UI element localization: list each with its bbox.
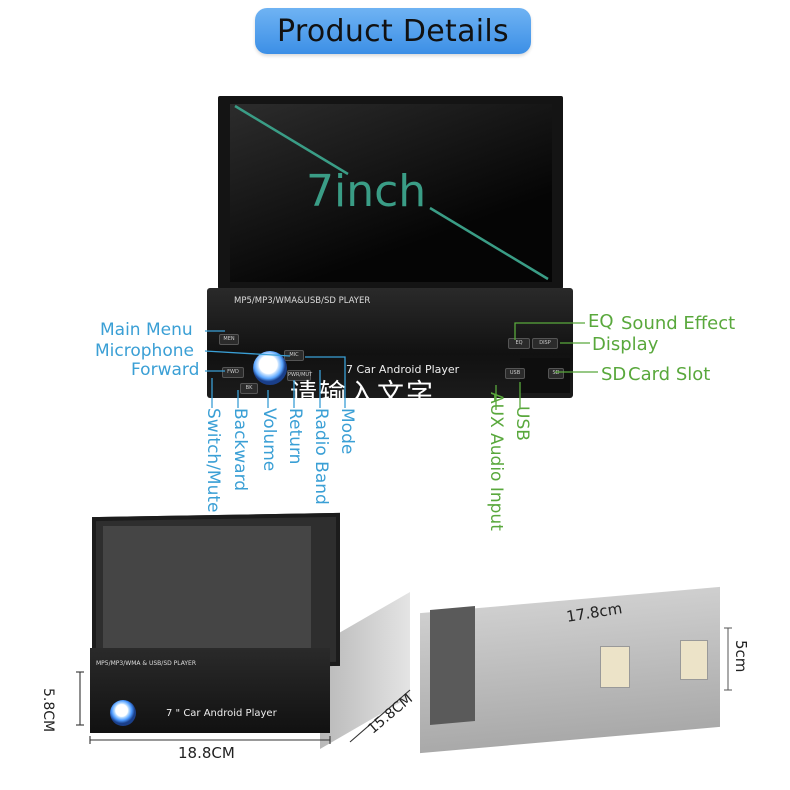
backward-button[interactable]: BK — [240, 383, 258, 394]
dimension-height: 5.8CM — [40, 688, 56, 733]
unit2-model-text: 7 " Car Android Player — [166, 708, 277, 719]
callout-forward: Forward — [131, 360, 200, 380]
callout-card-slot: Card Slot — [628, 364, 711, 385]
unit3-connector-1 — [600, 646, 630, 688]
callout-mode: Mode — [337, 408, 357, 455]
product-details-banner: Product Details — [255, 8, 531, 54]
callout-microphone: Microphone — [95, 341, 194, 361]
callout-return: Return — [285, 408, 305, 465]
faceplate-title: MP5/MP3/WMA&USB/SD PLAYER — [234, 296, 371, 306]
display-button[interactable]: DISP — [532, 338, 558, 349]
dimension-width: 18.8CM — [178, 744, 235, 762]
unit3-front-plate — [430, 606, 475, 725]
callout-aux-audio-input: AUX Audio Input — [486, 392, 506, 531]
callout-display: Display — [592, 334, 659, 355]
sd-card-slot: SD — [548, 368, 564, 379]
watermark-text: 请输入文字 — [290, 379, 435, 410]
volume-knob[interactable] — [253, 351, 287, 385]
callout-sound-effect: Sound Effect — [621, 313, 736, 334]
banner-title: Product Details — [277, 13, 509, 49]
screen-diagonal-lines — [234, 104, 549, 281]
main-unit-screen — [230, 104, 552, 282]
unit2-screen — [103, 526, 311, 648]
unit3-connector-2 — [680, 640, 708, 680]
faceplate-model-text: 7 Car Android Player — [346, 363, 460, 376]
callout-usb: USB — [512, 406, 532, 441]
menu-button[interactable]: MEN — [219, 334, 239, 345]
callout-radio-band: Radio Band — [311, 408, 331, 505]
forward-button[interactable]: FWD — [222, 367, 244, 378]
callout-sd: SD — [601, 364, 627, 385]
callout-eq: EQ — [588, 311, 614, 332]
unit2-faceplate-title: MP5/MP3/WMA & USB/SD PLAYER — [96, 660, 197, 667]
callout-backward: Backward — [230, 408, 250, 492]
switch-mute-button[interactable]: PWR/MUT — [287, 370, 312, 381]
unit2-volume-knob — [110, 700, 136, 726]
callout-switch-mute: Switch/Mute — [203, 408, 223, 513]
screen-size-label: 7inch — [306, 166, 427, 217]
usb-port: USB — [505, 368, 525, 379]
callout-volume: Volume — [259, 408, 279, 472]
eq-button[interactable]: EQ — [508, 338, 530, 349]
callout-main-menu: Main Menu — [100, 320, 193, 340]
dimension-side: 5cm — [732, 640, 750, 673]
